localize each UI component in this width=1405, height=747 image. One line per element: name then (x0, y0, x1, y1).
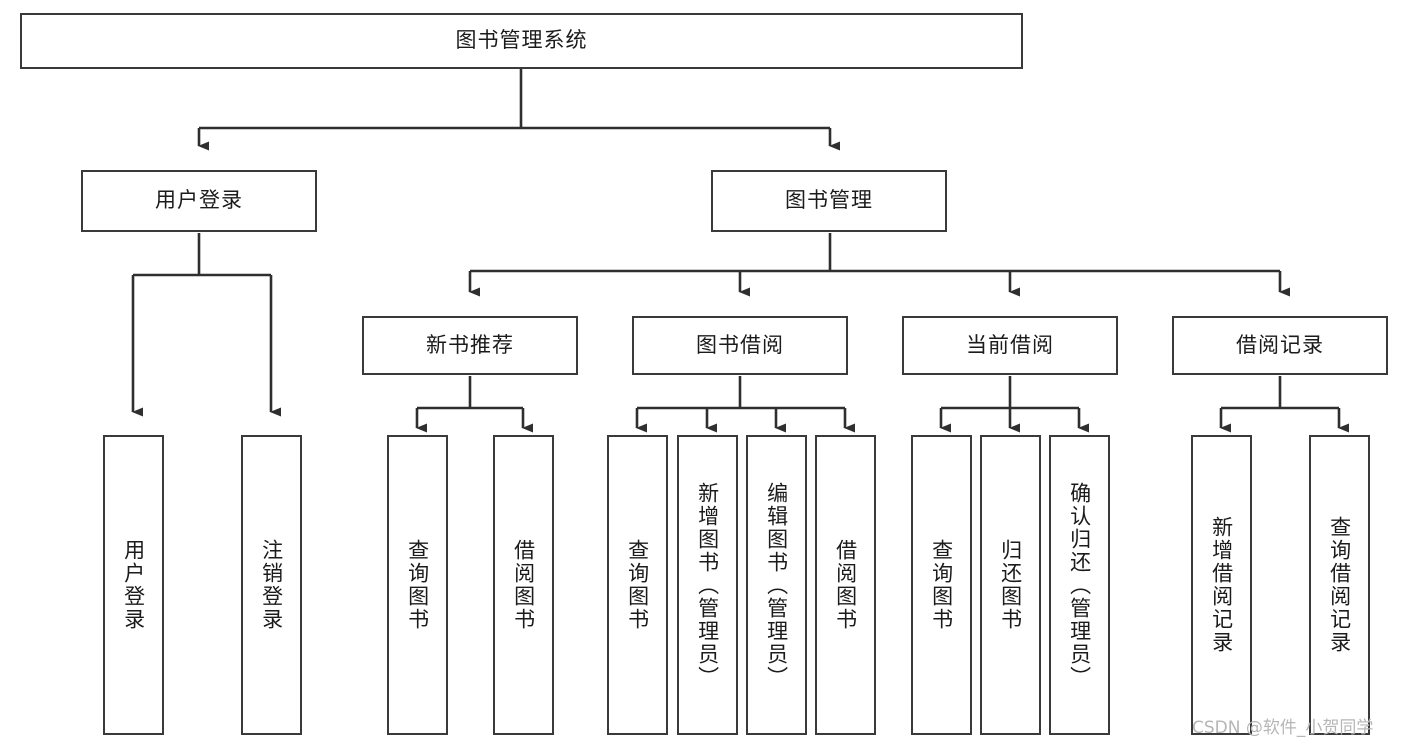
node-label: 图书管理 (785, 188, 873, 213)
node-label: 新书推荐 (426, 332, 514, 357)
node-label: 编辑图书（管理员） (764, 481, 789, 689)
node-label: 注销登录 (259, 539, 284, 631)
node-label: 归还图书 (998, 539, 1023, 631)
node-borrow-record[interactable]: 借阅记录 (1172, 316, 1388, 375)
leaf-query-book-borrow[interactable]: 查询图书 (607, 435, 668, 735)
node-user-login[interactable]: 用户登录 (81, 170, 317, 232)
leaf-confirm-return-admin[interactable]: 确认归还（管理员） (1049, 435, 1110, 735)
node-label: 用户登录 (121, 539, 146, 631)
leaf-query-book-current[interactable]: 查询图书 (911, 435, 972, 735)
leaf-query-borrow-record[interactable]: 查询借阅记录 (1309, 435, 1370, 735)
node-label: 当前借阅 (966, 332, 1054, 357)
node-label: 查询图书 (405, 539, 430, 631)
node-book-borrow[interactable]: 图书借阅 (632, 316, 848, 375)
leaf-borrow-book-borrow[interactable]: 借阅图书 (815, 435, 876, 735)
node-label: 图书借阅 (696, 332, 784, 357)
node-label: 查询图书 (929, 539, 954, 631)
node-label: 图书管理系统 (455, 28, 588, 53)
leaf-add-borrow-record[interactable]: 新增借阅记录 (1191, 435, 1252, 735)
watermark-csdn: CSDN @软件_小贺同学 (1192, 718, 1374, 738)
node-label: 查询图书 (625, 539, 650, 631)
leaf-user-login[interactable]: 用户登录 (103, 435, 164, 735)
node-book-management[interactable]: 图书管理 (711, 170, 947, 232)
node-current-borrow[interactable]: 当前借阅 (902, 316, 1118, 375)
node-label: 新增借阅记录 (1209, 516, 1234, 654)
leaf-borrow-book-new-recommend[interactable]: 借阅图书 (493, 435, 554, 735)
node-label: 借阅图书 (511, 539, 536, 631)
node-label: 借阅记录 (1236, 332, 1324, 357)
leaf-logout-login[interactable]: 注销登录 (241, 435, 302, 735)
node-label: 确认归还（管理员） (1067, 481, 1092, 689)
node-label: 用户登录 (155, 188, 243, 213)
node-label: 借阅图书 (833, 539, 858, 631)
node-new-book-recommend[interactable]: 新书推荐 (362, 316, 578, 375)
node-label: 新增图书（管理员） (695, 481, 720, 689)
leaf-query-book-new-recommend[interactable]: 查询图书 (387, 435, 448, 735)
leaf-return-book[interactable]: 归还图书 (980, 435, 1041, 735)
node-label: 查询借阅记录 (1327, 516, 1352, 654)
leaf-add-book-admin[interactable]: 新增图书（管理员） (677, 435, 738, 735)
node-root-book-management-system[interactable]: 图书管理系统 (20, 13, 1023, 69)
leaf-edit-book-admin[interactable]: 编辑图书（管理员） (746, 435, 807, 735)
